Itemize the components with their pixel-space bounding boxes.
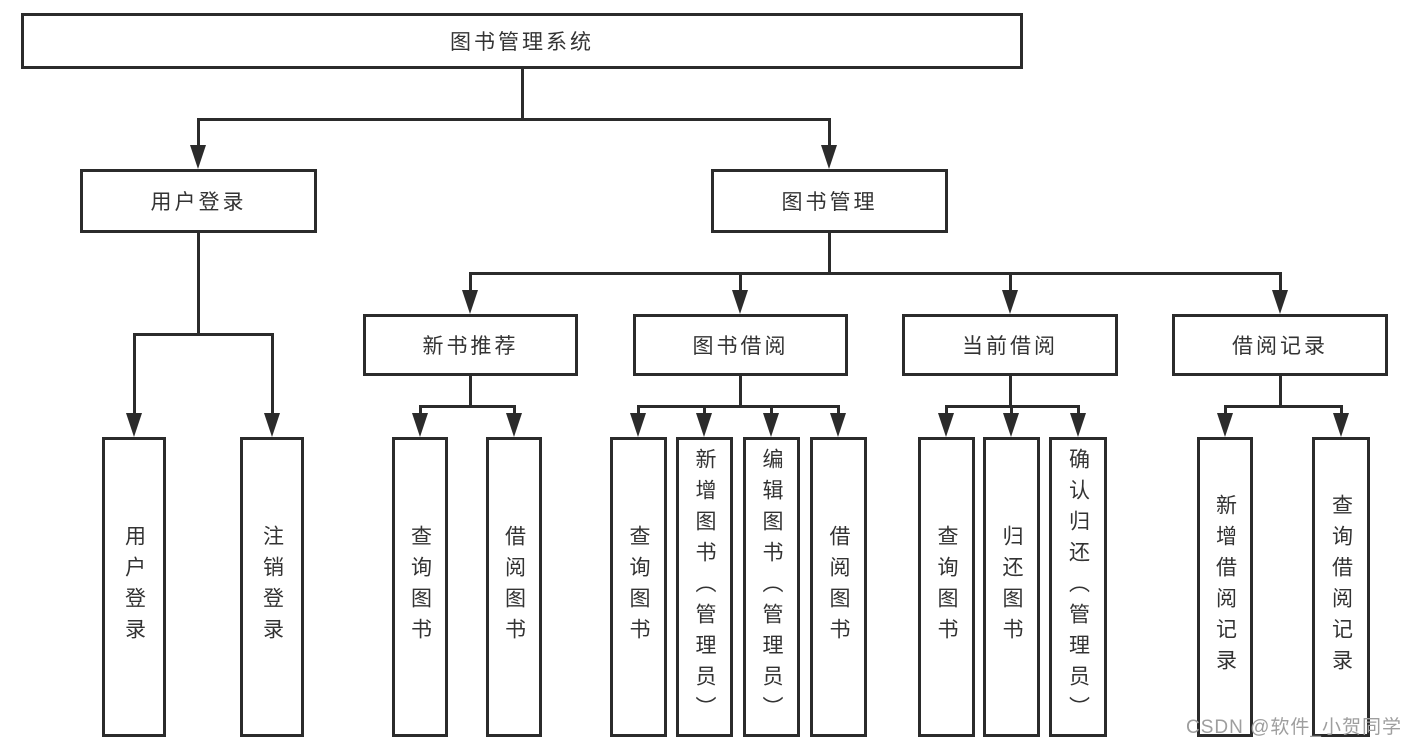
connector-records-drop-1: [1224, 405, 1227, 417]
connector-records-stem: [1279, 374, 1282, 408]
node-user-login: 用户登录: [80, 169, 317, 233]
connector-borrowing-stem: [739, 374, 742, 408]
down-arrow-icon: [462, 290, 478, 314]
node-add-borrow-record: 新增借阅记录: [1197, 437, 1253, 737]
connector-recommend-stem: [469, 374, 472, 408]
leaf-label: 查询图书: [408, 525, 432, 649]
node-confirm-return-admin: 确认归还（管理员）: [1049, 437, 1107, 737]
node-query-books-under-recommend: 查询图书: [392, 437, 448, 737]
connector-user-login-drop-1: [133, 333, 136, 415]
node-add-books-admin: 新增图书（管理员）: [676, 437, 733, 737]
down-arrow-icon: [126, 413, 142, 437]
connector-recommend-rail: [419, 405, 516, 408]
node-logout-action: 注销登录: [240, 437, 304, 737]
connector-current-drop-2: [1010, 405, 1013, 417]
connector-user-login-stem: [197, 231, 200, 336]
node-library-system: 图书管理系统: [21, 13, 1023, 69]
down-arrow-icon: [830, 413, 846, 437]
down-arrow-icon: [506, 413, 522, 437]
down-arrow-icon: [264, 413, 280, 437]
down-arrow-icon: [938, 413, 954, 437]
leaf-label: 用户登录: [122, 525, 146, 649]
connector-borrowing-drop-3: [770, 405, 773, 417]
node-query-borrow-record: 查询借阅记录: [1312, 437, 1370, 737]
node-new-book-recommend: 新书推荐: [363, 314, 578, 376]
node-current-borrowing: 当前借阅: [902, 314, 1118, 376]
node-borrow-records: 借阅记录: [1172, 314, 1388, 376]
connector-root-stem: [521, 67, 524, 121]
leaf-label: 新增借阅记录: [1213, 494, 1237, 680]
leaf-label: 借阅图书: [502, 525, 526, 649]
connector-root-drop-right: [828, 118, 831, 148]
connector-user-login-rail: [133, 333, 274, 336]
node-book-borrowing: 图书借阅: [633, 314, 848, 376]
down-arrow-icon: [821, 145, 837, 169]
node-user-login-action: 用户登录: [102, 437, 166, 737]
down-arrow-icon: [732, 290, 748, 314]
leaf-label: 编辑图书（管理员）: [760, 447, 784, 727]
connector-recommend-drop-2: [513, 405, 516, 417]
connector-book-mgmt-rail: [469, 272, 1282, 275]
connector-borrowing-drop-4: [837, 405, 840, 417]
connector-book-mgmt-drop-1: [469, 272, 472, 294]
connector-book-mgmt-stem: [828, 231, 831, 275]
leaf-label: 查询借阅记录: [1329, 494, 1353, 680]
leaf-label: 借阅图书: [827, 525, 851, 649]
connector-records-drop-2: [1340, 405, 1343, 417]
connector-root-drop-left: [197, 118, 200, 148]
connector-current-stem: [1009, 374, 1012, 408]
connector-current-drop-1: [945, 405, 948, 417]
down-arrow-icon: [1070, 413, 1086, 437]
connector-borrowing-rail: [637, 405, 840, 408]
down-arrow-icon: [1272, 290, 1288, 314]
connector-user-login-drop-2: [271, 333, 274, 415]
down-arrow-icon: [630, 413, 646, 437]
node-borrow-books-under-recommend: 借阅图书: [486, 437, 542, 737]
node-edit-books-admin: 编辑图书（管理员）: [743, 437, 800, 737]
leaf-label: 查询图书: [627, 525, 651, 649]
down-arrow-icon: [696, 413, 712, 437]
connector-book-mgmt-drop-4: [1279, 272, 1282, 294]
connector-book-mgmt-drop-3: [1009, 272, 1012, 294]
down-arrow-icon: [1002, 290, 1018, 314]
leaf-label: 归还图书: [1000, 525, 1024, 649]
csdn-watermark: CSDN @软件_小贺同学: [1186, 717, 1402, 738]
leaf-label: 新增图书（管理员）: [693, 447, 717, 727]
connector-book-mgmt-drop-2: [739, 272, 742, 294]
node-return-books: 归还图书: [983, 437, 1040, 737]
down-arrow-icon: [1333, 413, 1349, 437]
connector-recommend-drop-1: [419, 405, 422, 417]
connector-current-drop-3: [1077, 405, 1080, 417]
connector-borrowing-drop-2: [703, 405, 706, 417]
node-query-books-under-current: 查询图书: [918, 437, 975, 737]
node-query-books-under-borrowing: 查询图书: [610, 437, 667, 737]
connector-records-rail: [1224, 405, 1343, 408]
down-arrow-icon: [1003, 413, 1019, 437]
down-arrow-icon: [190, 145, 206, 169]
connector-borrowing-drop-1: [637, 405, 640, 417]
leaf-label: 确认归还（管理员）: [1066, 447, 1090, 727]
node-book-management: 图书管理: [711, 169, 948, 233]
down-arrow-icon: [763, 413, 779, 437]
node-borrow-books-under-borrowing: 借阅图书: [810, 437, 867, 737]
leaf-label: 注销登录: [260, 525, 284, 649]
leaf-label: 查询图书: [935, 525, 959, 649]
connector-root-rail: [197, 118, 831, 121]
down-arrow-icon: [412, 413, 428, 437]
down-arrow-icon: [1217, 413, 1233, 437]
